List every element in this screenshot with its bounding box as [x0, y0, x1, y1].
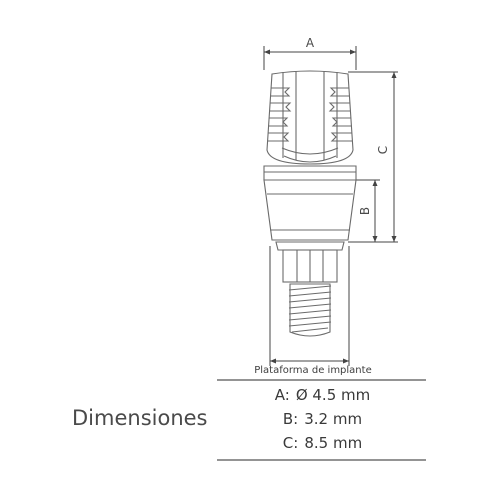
- abutment-head: [266, 70, 354, 165]
- dimensions-list: A: Ø 4.5 mm B: 3.2 mm C: 8.5 mm: [219, 383, 426, 455]
- dimension-a-label: A: [306, 36, 315, 50]
- dimension-value: 3.2 mm: [304, 410, 363, 428]
- abutment-screw: [288, 283, 332, 337]
- dimension-key: B:: [282, 410, 299, 428]
- dimension-a: [263, 46, 357, 70]
- abutment-collar: [263, 165, 357, 241]
- dimension-key: A:: [274, 386, 290, 404]
- dimensions-title: Dimensiones: [72, 406, 208, 430]
- platform-label: Plataforma de implante: [254, 365, 371, 376]
- dimension-b: [350, 179, 380, 243]
- dimension-row-c: C: 8.5 mm: [219, 431, 426, 455]
- dimension-b-label: B: [358, 207, 372, 215]
- abutment-hex: [275, 241, 345, 283]
- dimension-row-b: B: 3.2 mm: [219, 407, 426, 431]
- dimension-key: C:: [282, 434, 299, 452]
- platform-dimension: [269, 246, 350, 366]
- dimension-value: 8.5 mm: [304, 434, 363, 452]
- abutment-part: [263, 70, 357, 337]
- dimension-c-label: C: [376, 146, 390, 154]
- dimension-row-a: A: Ø 4.5 mm: [219, 383, 426, 407]
- dimension-value: Ø 4.5 mm: [295, 386, 371, 404]
- dimension-c: [348, 71, 398, 243]
